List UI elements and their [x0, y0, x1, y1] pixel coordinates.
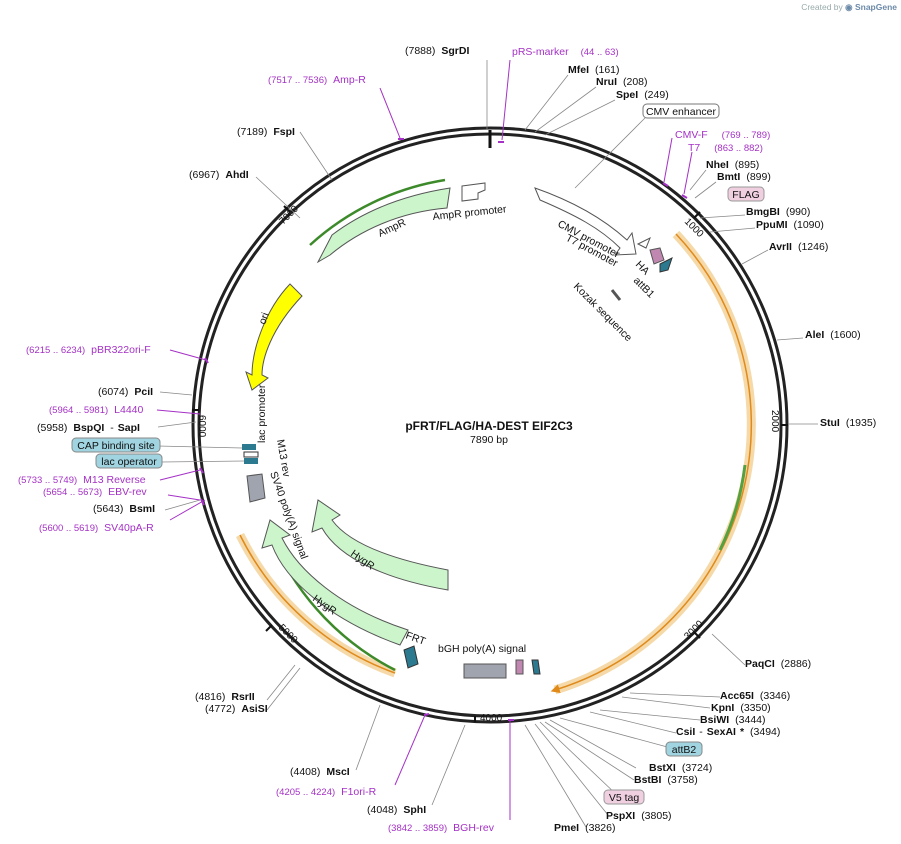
site-rsrii: (4816)RsrII [195, 691, 255, 703]
t7-promoter-feature[interactable] [636, 236, 651, 249]
site-pmei: PmeI(3826) [554, 822, 615, 834]
primer-ebv-rev: (5654 .. 5673)EBV-rev [43, 486, 147, 498]
lac-operator-feature[interactable] [244, 458, 258, 464]
bgh-label: bGH poly(A) signal [438, 643, 526, 655]
site-bstxi: BstXI(3724) [649, 762, 712, 774]
attb1-label: attB1 [631, 275, 657, 301]
primer-sv40pa-r: (5600 .. 5619)SV40pA-R [39, 522, 154, 534]
site-ahdi: (6967)AhdI [189, 169, 249, 181]
primer-marks [199, 138, 688, 721]
primer-cmv-f: CMV-F(769 .. 789) [675, 129, 770, 141]
site-kpni: KpnI(3350) [711, 702, 771, 714]
primer-amp-r: (7517 .. 7536)Amp-R [268, 74, 366, 86]
site-sgrdi: (7888)SgrDI [405, 45, 469, 57]
primer-l4440: (5964 .. 5981)L4440 [49, 404, 144, 416]
site-avrii: AvrII(1246) [769, 241, 828, 253]
primer-f1ori-r: (4205 .. 4224)F1ori-R [276, 786, 377, 798]
primer-t7: T7(863 .. 882) [688, 142, 763, 154]
site-pspxi: PspXI(3805) [606, 810, 672, 822]
orf-green-line [718, 464, 747, 551]
ha-feature[interactable] [649, 247, 665, 265]
primer-bgh-rev: (3842 .. 3859)BGH-rev [388, 822, 495, 834]
site-nrui: NruI(208) [596, 76, 648, 88]
ori-feature[interactable] [245, 283, 303, 391]
svg-text:lac operator: lac operator [101, 456, 157, 468]
site-msci: (4408)MscI [290, 766, 350, 778]
site-fspi: (7189)FspI [237, 126, 295, 138]
site-bsmi: (5643)BsmI [93, 503, 155, 515]
tick-2000: 2000 [769, 410, 780, 433]
box-v5-tag[interactable]: V5 tag [603, 789, 645, 805]
plasmid-name: pFRT/FLAG/HA-DEST EIF2C3 [405, 419, 573, 433]
primer-lines [156, 59, 693, 820]
primer-pbr322: (6215 .. 6234)pBR322ori-F [26, 344, 151, 356]
svg-text:attB2: attB2 [672, 744, 697, 756]
site-bstbi: BstBI(3758) [634, 774, 698, 786]
box-cmv-enhancer[interactable]: CMV enhancer [642, 103, 720, 119]
site-alei: AleI(1600) [805, 329, 861, 341]
svg-text:CMV enhancer: CMV enhancer [646, 106, 717, 118]
attb2-feature[interactable] [531, 659, 541, 675]
ampr-feature[interactable] [316, 187, 451, 264]
site-csii: CsiI-SexAI*(3494) [676, 726, 780, 738]
ori-label: ori [257, 311, 272, 326]
site-asisi: (4772)AsiSI [205, 703, 268, 715]
ha-label: HA [633, 259, 652, 278]
ampr-promoter-feature[interactable] [461, 182, 486, 202]
hygr-feature-1[interactable] [311, 499, 449, 591]
primer-rs-marker: pRS-marker(44 .. 63) [512, 46, 619, 58]
tick-6000: 6000 [196, 415, 207, 438]
svg-text:FLAG: FLAG [732, 189, 759, 201]
orf-arrow-2 [239, 534, 396, 674]
box-lac-operator[interactable]: lac operator [95, 453, 163, 469]
created-by-label: Created by [801, 2, 843, 12]
tick-4000: 4000 [480, 713, 503, 724]
frt-feature[interactable] [403, 645, 419, 669]
box-flag[interactable]: FLAG [727, 186, 765, 202]
connector-lines [157, 60, 818, 828]
sv40-feature[interactable] [246, 473, 266, 503]
cap-feature[interactable] [242, 444, 256, 450]
app-name: SnapGene [854, 2, 897, 12]
site-mfei: MfeI(161) [568, 64, 620, 76]
svg-text:V5 tag: V5 tag [609, 792, 640, 804]
kozak-feature [610, 289, 622, 301]
snapgene-logo: ◉ SnapGene [845, 2, 897, 12]
bgh-feature[interactable] [463, 663, 507, 679]
site-acc65i: Acc65I(3346) [720, 690, 790, 702]
site-paqci: PaqCI(2886) [745, 658, 811, 670]
cmv-promoter-feature[interactable] [534, 187, 637, 256]
orf-arrow [550, 233, 753, 693]
site-nhei: NheI(895) [706, 159, 759, 171]
primer-m13-reverse: (5733 .. 5749)M13 Reverse [18, 474, 146, 486]
box-attb2[interactable]: attB2 [665, 741, 703, 757]
site-sphi: (4048)SphI [367, 804, 426, 816]
site-ppumi: PpuMI(1090) [756, 219, 824, 231]
tick-1000: 1000 [682, 216, 706, 240]
site-bmgbi: BmgBI(990) [746, 206, 810, 218]
box-cap-site[interactable]: CAP binding site [71, 437, 161, 453]
branding: Created by ◉ SnapGene [801, 2, 897, 13]
hygr-feature-2[interactable] [261, 519, 409, 646]
svg-text:CAP binding site: CAP binding site [77, 440, 155, 452]
tick-marks [192, 205, 788, 722]
lac-promoter-label: lac promoter [256, 384, 268, 443]
attb1-feature[interactable] [659, 257, 673, 273]
frt-label: FRT [404, 630, 428, 648]
plasmid-size: 7890 bp [470, 434, 508, 446]
lac-promoter-feature[interactable] [243, 451, 259, 458]
kozak-label: Kozak sequence [571, 281, 634, 344]
site-stui: StuI(1935) [820, 417, 876, 429]
v5-feature[interactable] [515, 659, 524, 675]
site-bspqi: (5958)BspQI-SapI [37, 422, 140, 434]
site-spei: SpeI(249) [616, 89, 669, 101]
site-bmti: BmtI(899) [717, 171, 771, 183]
site-pcii: (6074)PciI [98, 386, 153, 398]
ampr-green-line [309, 178, 446, 246]
site-bsiwi: BsiWI(3444) [700, 714, 766, 726]
